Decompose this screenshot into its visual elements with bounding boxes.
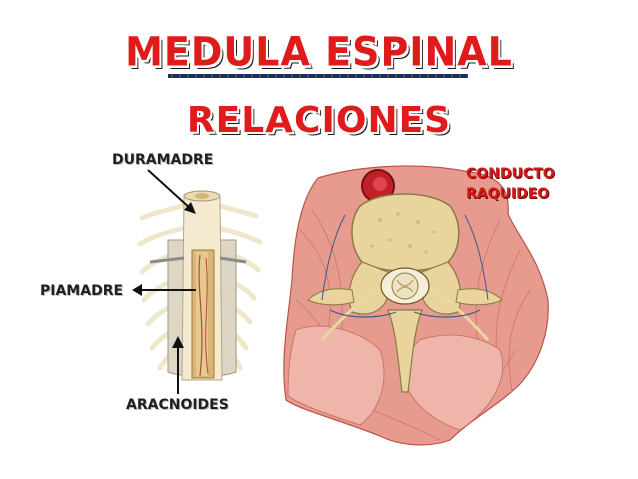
vertebra-cross-section (283, 165, 549, 446)
conducto-label-line1: CONDUCTO (466, 166, 555, 182)
piamadre-label: PIAMADRE (40, 283, 124, 299)
spinal-cord-illustration (137, 190, 263, 381)
pointer-arrows (132, 169, 196, 394)
duramadre-label: DURAMADRE (112, 152, 214, 168)
subtitle: RELACIONES (186, 100, 452, 141)
title-underline (168, 74, 468, 78)
main-title: MEDULA ESPINAL (125, 28, 513, 76)
aracnoides-label: ARACNOIDES (126, 397, 229, 413)
conducto-raquideo-label: CONDUCTO RAQUIDEO (466, 164, 555, 204)
conducto-label-line2: RAQUIDEO (466, 186, 550, 202)
